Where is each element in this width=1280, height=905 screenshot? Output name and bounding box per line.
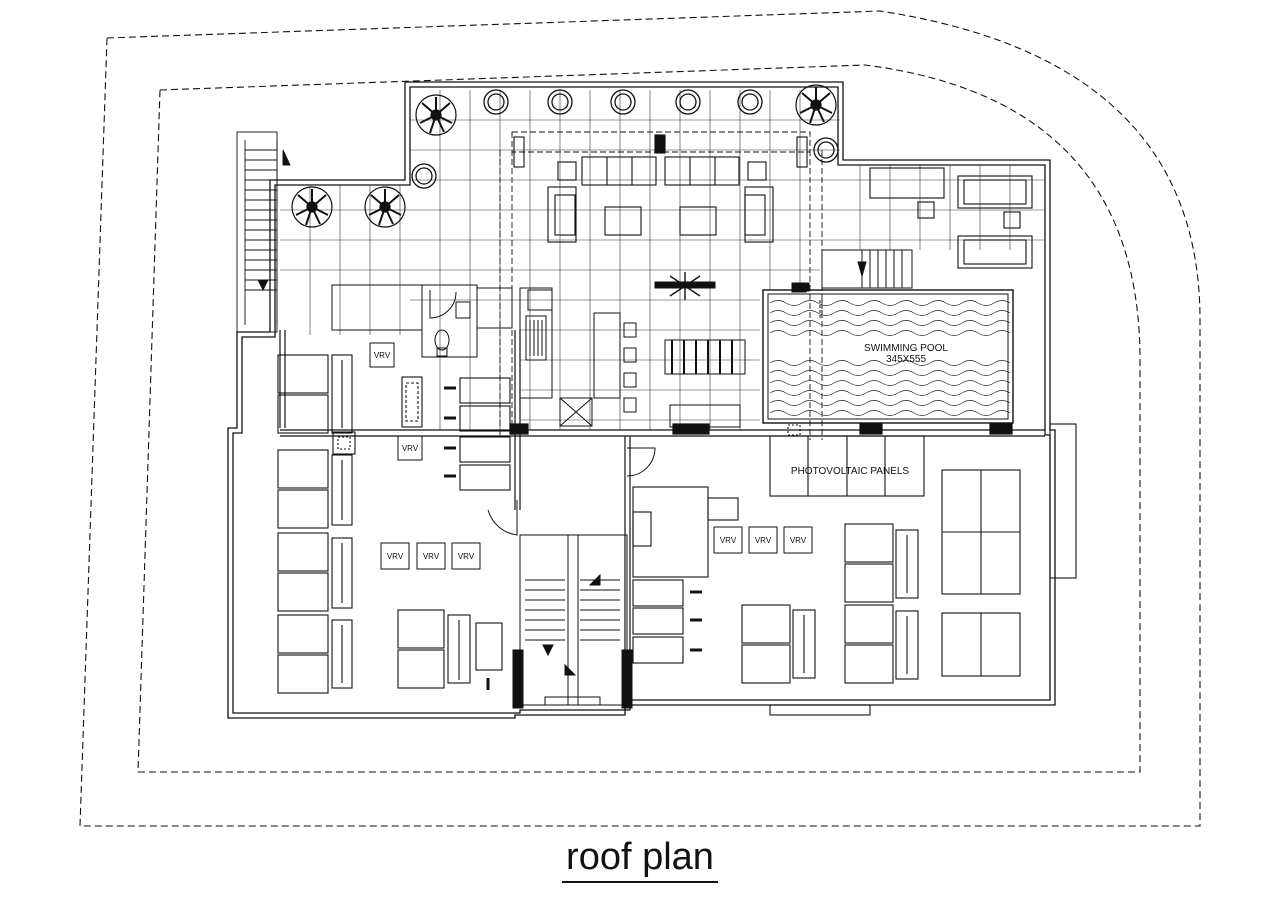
vrv-units-left [277,354,511,694]
doors [487,447,656,536]
vrv-label: VRV [755,536,772,545]
pool-size-label: 345X555 [886,354,926,365]
lounge-furniture [513,134,808,243]
outdoor-kitchen [519,287,637,427]
sun-loungers [869,167,1033,269]
vrv-label: VRV [458,552,475,561]
pool-name-label: SWIMMING POOL [864,343,948,354]
pool-stair [821,249,913,289]
swimming-pool [762,282,1014,424]
palm-plants [291,84,837,228]
left-stair [236,131,291,333]
vrv-label: VRV [387,552,404,561]
pergola-outline [499,131,823,440]
misc-marks [796,282,823,320]
dining-set [654,272,746,428]
vrv-label: VRV [374,351,391,360]
wc-room [331,284,513,358]
terrace-tile-grid [280,90,1045,430]
vrv-label: VRV [790,536,807,545]
central-stair [512,534,633,709]
property-boundary [79,10,1201,827]
vrv-tags [369,342,813,570]
pv-panels-label: PHOTOVOLTAIC PANELS [791,466,910,477]
right-roof-equipment [632,423,1077,716]
roof-dividing-wall [279,330,1045,700]
vrv-label: VRV [402,444,419,453]
drawing-title: roof plan [0,836,1280,883]
vrv-label: VRV [423,552,440,561]
tree-planters [411,89,839,189]
vrv-label: VRV [720,536,737,545]
